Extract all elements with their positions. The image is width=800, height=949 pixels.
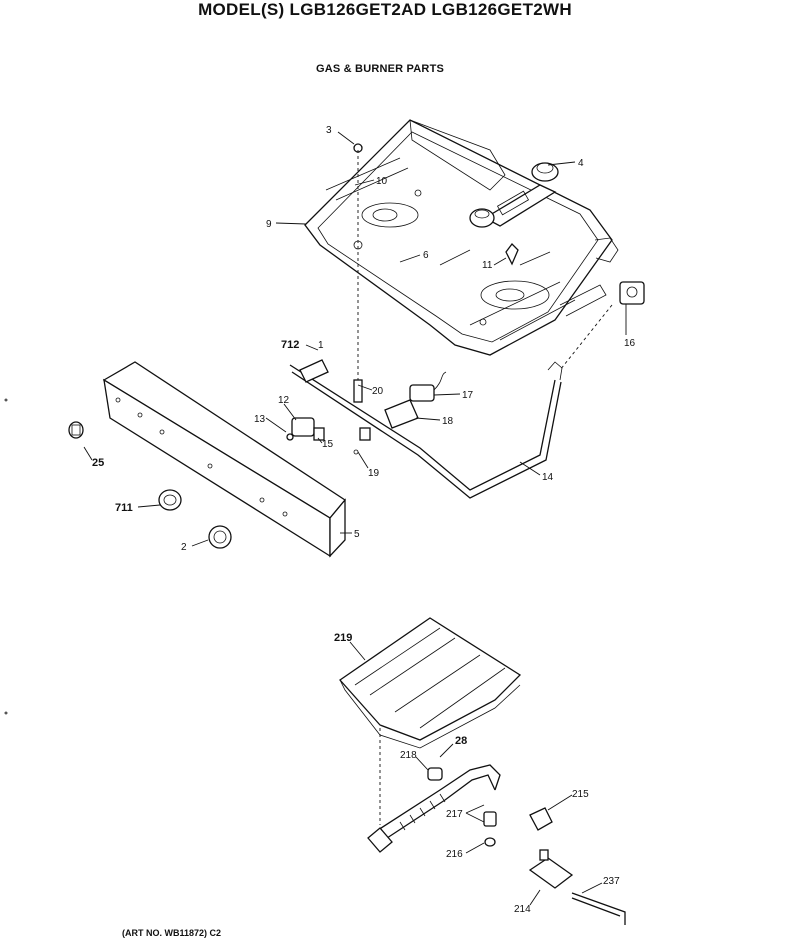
leader-lines (83, 161, 627, 906)
assembly-line-switch (559, 304, 613, 371)
callout-14: 14 (542, 472, 554, 483)
art-number: (ART NO. WB11872) C2 (122, 928, 222, 938)
part-17 (409, 371, 447, 402)
callout-9: 9 (266, 219, 272, 230)
valve-214 (528, 849, 574, 889)
knob-25 (68, 421, 84, 439)
callout-labels: 3 4 10 9 6 11 16 712 1 20 17 18 12 13 15… (92, 125, 636, 915)
callout-18: 18 (442, 416, 454, 427)
callout-15: 15 (322, 439, 334, 450)
callout-712: 712 (281, 339, 299, 351)
scan-dot (4, 711, 8, 715)
callout-4: 4 (578, 158, 584, 169)
callout-25: 25 (92, 457, 104, 469)
callout-28: 28 (455, 735, 467, 747)
part-217 (483, 811, 497, 827)
orifice-218 (427, 767, 443, 781)
manifold-pipe (289, 359, 563, 499)
lower-burner-tube (367, 764, 501, 853)
callout-219: 219 (334, 632, 352, 644)
part-19 (353, 427, 371, 455)
callout-214: 214 (514, 904, 531, 915)
page-title: MODEL(S) LGB126GET2AD LGB126GET2WH (198, 0, 572, 19)
callout-237: 237 (603, 876, 620, 887)
knob-2 (208, 525, 232, 549)
screw-3 (337, 131, 363, 153)
callout-218: 218 (400, 750, 417, 761)
part-216 (484, 837, 496, 847)
part-18 (384, 399, 419, 429)
valve-15 (286, 417, 325, 441)
callout-216: 216 (446, 849, 463, 860)
callout-3: 3 (326, 125, 332, 136)
pipe-237 (571, 892, 626, 925)
callout-17: 17 (462, 390, 474, 401)
callout-10: 10 (376, 176, 388, 187)
callout-11: 11 (482, 260, 493, 271)
bracket-11 (505, 243, 519, 266)
callout-13: 13 (254, 414, 266, 425)
knob-711 (158, 489, 182, 511)
callout-19: 19 (368, 468, 380, 479)
callout-215: 215 (572, 789, 589, 800)
callout-20: 20 (372, 386, 384, 397)
bracket-215 (529, 807, 553, 831)
callout-16: 16 (624, 338, 636, 349)
callout-2: 2 (181, 542, 187, 553)
manifold-panel (102, 361, 346, 558)
callout-217: 217 (446, 809, 463, 820)
callout-12: 12 (278, 395, 290, 406)
callout-5: 5 (354, 529, 360, 540)
callout-711: 711 (115, 502, 133, 514)
scan-dot (4, 398, 8, 402)
callout-6: 6 (423, 250, 429, 261)
part-20 (353, 379, 363, 403)
switch-16 (619, 281, 645, 305)
callout-1: 1 (318, 340, 324, 351)
valve-assembly (469, 162, 559, 228)
diagram-subtitle: GAS & BURNER PARTS (315, 63, 445, 75)
heat-shield-219 (339, 617, 522, 749)
burner-box-frame (304, 119, 619, 356)
